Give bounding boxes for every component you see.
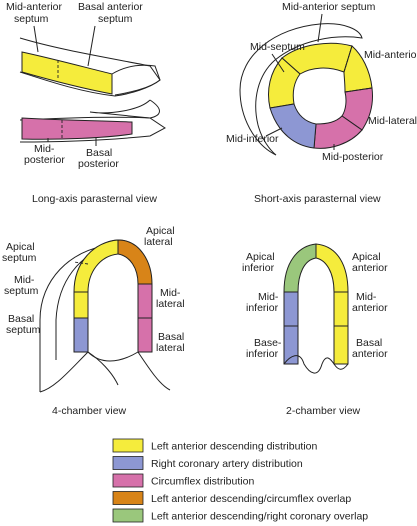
four-chamber-apical-septum: [73, 239, 119, 293]
caption-short-axis: Short-axis parasternal view: [254, 193, 381, 205]
label-sa-mid-posterior: Mid-posterior: [322, 151, 384, 163]
label-4c-basal-septum: Basal septum: [6, 313, 41, 336]
legend-label: Left anterior descending/right coronary …: [151, 511, 368, 523]
label-2c-apical-inferior: Apical inferior: [242, 251, 278, 274]
caption-long-axis: Long-axis parasternal view: [32, 193, 157, 205]
label-sa-mid-lateral: Mid-lateral: [368, 115, 417, 127]
label-4c-apical-septum: Apical septum: [2, 241, 38, 264]
legend-swatch: [112, 473, 144, 488]
two-chamber-view: Apical inferior Mid- inferior Base- infe…: [242, 243, 388, 417]
two-chamber-mid-inferior: [283, 291, 299, 327]
label-2c-base-inferior: Base- inferior: [246, 337, 284, 360]
two-chamber-apical-inferior: [283, 243, 317, 293]
label-sa-mid-anterior: Mid-anterior: [364, 49, 417, 61]
label-4c-basal-lateral: Basal lateral: [156, 331, 187, 354]
four-chamber-basal-septum: [73, 317, 89, 353]
legend-swatch: [112, 438, 144, 453]
long-axis-posterior-segment: [21, 117, 133, 140]
two-chamber-basal-anterior: [333, 325, 349, 365]
label-2c-mid-anterior: Mid- anterior: [352, 291, 388, 314]
label-2c-basal-anterior: Basal anterior: [352, 337, 388, 360]
label-sa-mid-inferior: Mid-inferior: [226, 133, 279, 145]
label-mid-anterior-septum: Mid-anterior septum: [6, 1, 65, 25]
label-basal-posterior: Basal posterior: [78, 147, 119, 170]
legend-label: Left anterior descending/circumflex over…: [151, 493, 351, 505]
four-chamber-basal-lateral: [137, 317, 153, 353]
legend: Left anterior descending distributionRig…: [112, 438, 368, 523]
legend-label: Right coronary artery distribution: [151, 458, 303, 470]
label-mid-posterior: Mid- posterior: [24, 143, 65, 166]
caption-two-chamber: 2-chamber view: [286, 405, 361, 417]
two-chamber-base-inferior: [283, 325, 299, 365]
four-chamber-mid-septum: [73, 291, 89, 319]
caption-four-chamber: 4-chamber view: [52, 405, 127, 417]
legend-label: Circumflex distribution: [151, 476, 254, 488]
label-basal-anterior-septum: Basal anterior septum: [78, 1, 146, 25]
two-chamber-apical-anterior: [315, 243, 349, 293]
label-sa-mid-anterior-septum: Mid-anterior septum: [282, 1, 376, 13]
label-2c-mid-inferior: Mid- inferior: [246, 291, 281, 314]
legend-label: Left anterior descending distribution: [151, 441, 318, 453]
legend-swatch: [112, 508, 144, 523]
short-axis-mid-inferior: [269, 103, 317, 149]
long-axis-septum-segment: [21, 51, 113, 95]
label-sa-mid-septum: Mid-septum: [250, 41, 305, 53]
label-2c-apical-anterior: Apical anterior: [352, 251, 388, 274]
two-chamber-mid-anterior: [333, 291, 349, 327]
four-chamber-view: Apical septum Mid- septum Basal septum A…: [2, 225, 187, 417]
label-4c-mid-septum: Mid- septum: [4, 274, 39, 297]
legend-swatch: [112, 491, 144, 505]
short-axis-view: Mid-anterior septum Mid-septum Mid-anter…: [226, 1, 417, 205]
long-axis-view: Mid-anterior septum Basal anterior septu…: [6, 1, 166, 205]
legend-swatch: [112, 456, 144, 470]
four-chamber-mid-lateral: [137, 283, 153, 319]
label-4c-apical-lateral: Apical lateral: [144, 225, 178, 248]
label-4c-mid-lateral: Mid- lateral: [156, 287, 185, 310]
